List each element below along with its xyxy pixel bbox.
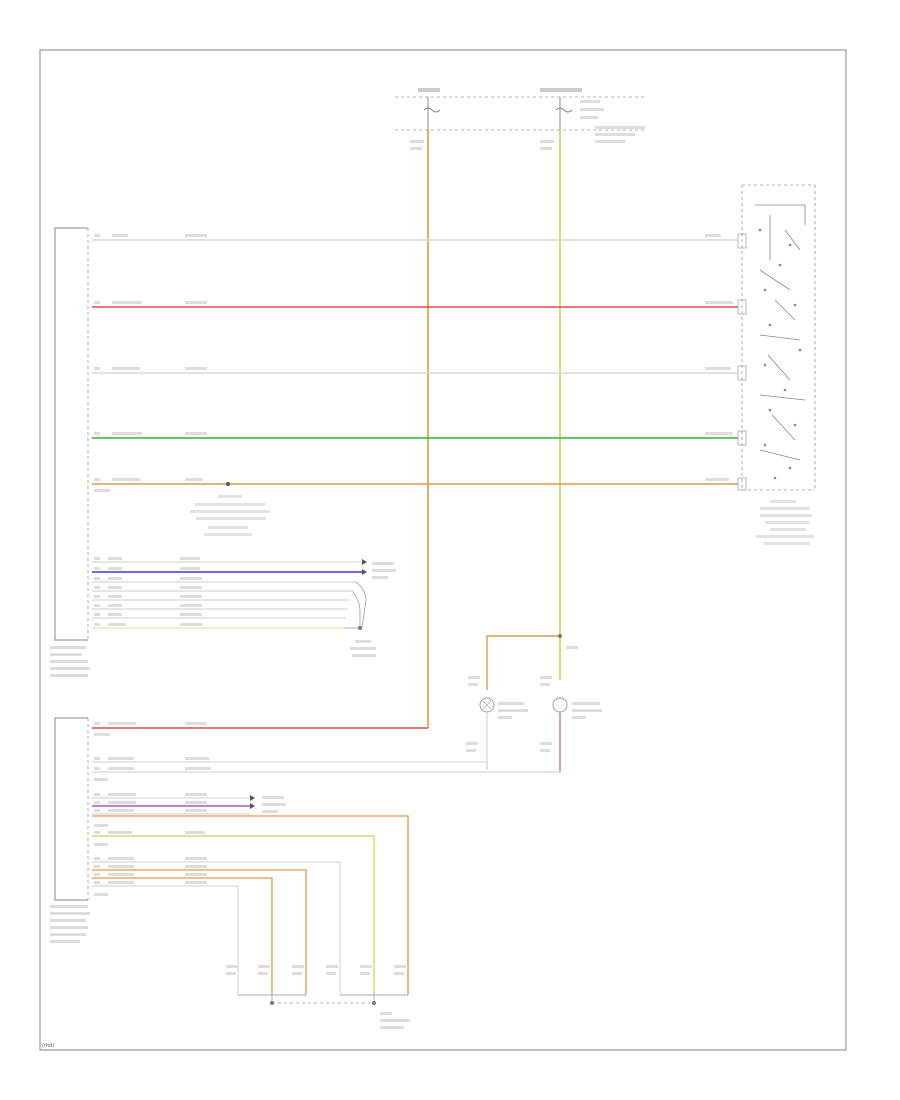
harness-lower [50,722,561,1029]
harness-upper [92,239,738,486]
upper-wire-tags [94,234,733,492]
figure-code: (rhd) [42,1043,54,1049]
transmission-control-module [54,717,88,901]
note-block [190,495,270,536]
diagram-frame [39,49,847,1051]
harness-pcm-lower [50,557,396,677]
indicator-lamps [466,634,602,770]
powertrain-control-module [54,227,88,641]
fuse-block-top [395,88,645,143]
transmission-range-sensor [737,184,816,545]
